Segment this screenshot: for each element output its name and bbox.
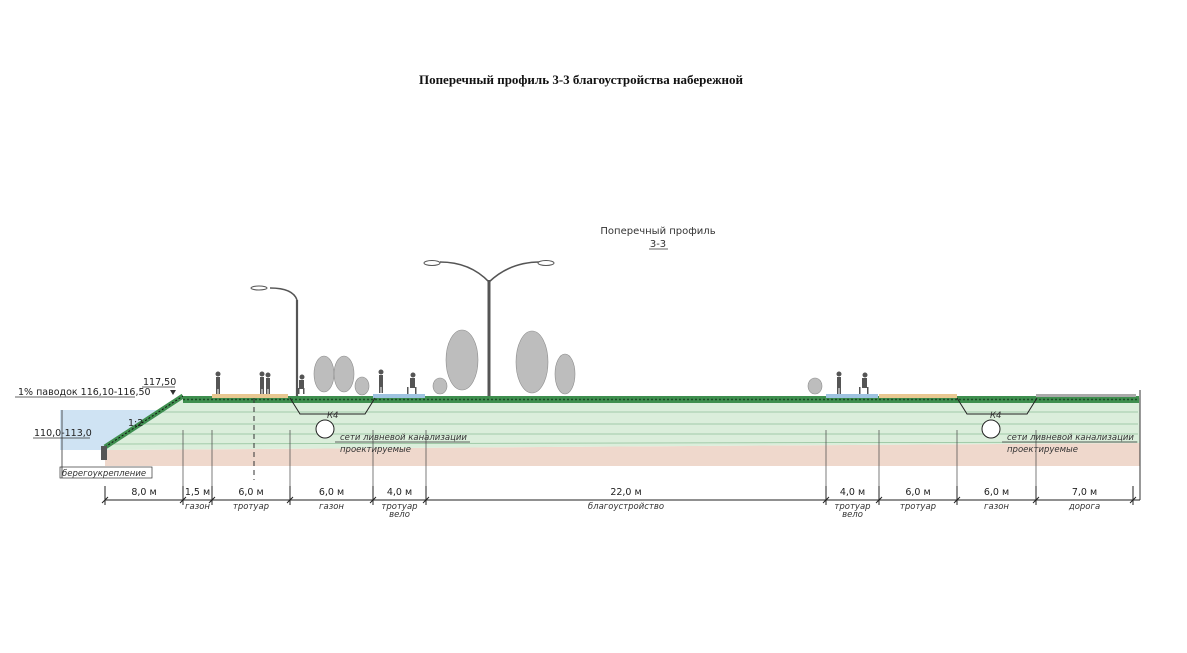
bank-toe [101, 446, 107, 460]
people [215, 369, 869, 394]
dimension-slash [875, 496, 883, 504]
dimension-labels: 8,0 м 1,5 м газон 6,0 м тротуар 6,0 м газон 4,0… [131, 487, 1100, 520]
segment-name: газон [984, 502, 1009, 512]
sidewalk-right [879, 394, 957, 398]
drawing-title: Поперечный профиль 3-3 благоустройства н… [418, 72, 744, 87]
dimension-slash [179, 496, 187, 504]
tree [445, 329, 479, 391]
bank-label: берегоукрепление [62, 469, 146, 479]
embankment-layers [109, 411, 1139, 445]
segment-width: 6,0 м [319, 487, 344, 498]
person [859, 372, 869, 394]
road-surface [1036, 394, 1136, 397]
segment-width: 6,0 м [984, 487, 1009, 498]
tree [313, 355, 335, 393]
segment-name: вело [389, 510, 410, 520]
bikepath-right [826, 394, 878, 398]
segment-name: тротуар [834, 502, 870, 512]
lamp-post-large [423, 260, 555, 396]
dimension-slash [369, 496, 377, 504]
dimension-slash [953, 496, 961, 504]
dimension-slash [208, 496, 216, 504]
segment-name: тротуар [900, 502, 936, 512]
segment-width: 7,0 м [1072, 487, 1097, 498]
sewer-label-right: сети ливневой канализации [1007, 433, 1134, 443]
sewer-trench-left [289, 397, 376, 415]
sewer-sublabel-left: проектируемые [340, 445, 411, 455]
segment-width: 4,0 м [387, 487, 412, 498]
tree [807, 377, 823, 395]
sewer-label-left: сети ливневой канализации [340, 433, 467, 443]
bikepath-left [373, 394, 425, 398]
soil-layer [105, 443, 1140, 466]
segment-width: 22,0 м [610, 487, 641, 498]
sewer-pipe-right [981, 419, 1001, 439]
segment-width: 6,0 м [905, 487, 930, 498]
segment-width: 4,0 м [840, 487, 865, 498]
tree [554, 353, 576, 395]
segment-width: 1,5 м [185, 487, 210, 498]
dimension-slash [1129, 496, 1137, 504]
tree [333, 355, 355, 393]
trees [313, 329, 823, 396]
person [298, 374, 305, 394]
tree [432, 377, 448, 395]
manhole-label-right: К4 [990, 411, 1001, 421]
top-level-label: 117,50 [143, 377, 176, 388]
person [259, 371, 265, 394]
person [265, 372, 271, 394]
dimension-slash [101, 496, 109, 504]
dimension-slash [1032, 496, 1040, 504]
profile-label: Поперечный профиль [600, 226, 715, 237]
person [836, 371, 842, 394]
person [407, 372, 417, 394]
segment-name: газон [185, 502, 210, 512]
bank-label-box [59, 466, 153, 479]
water-level-label: 110,0-113,0 [34, 428, 92, 439]
dimension-ticks [101, 430, 1137, 505]
profile-number: 3-3 [650, 239, 666, 250]
sewer-sublabel-right: проектируемые [1007, 445, 1078, 455]
person [215, 371, 221, 394]
lamp-post-small [250, 285, 299, 396]
sidewalk-left [212, 394, 288, 398]
segment-name: газон [319, 502, 344, 512]
sewer-pipe-left [315, 419, 335, 439]
segment-width: 6,0 м [238, 487, 263, 498]
person [378, 369, 384, 393]
slope-ratio: 1:2 [128, 418, 143, 429]
dimension-slash [422, 496, 430, 504]
flood-level-label: 1% паводок 116,10-116,50 [18, 387, 151, 398]
segment-width: 8,0 м [131, 487, 156, 498]
segment-name: благоустройство [588, 502, 664, 512]
dimension-slash [822, 496, 830, 504]
slope-protection-hatch [104, 395, 184, 448]
segment-name: тротуар [381, 502, 417, 512]
segment-name: дорога [1068, 502, 1100, 512]
segment-name: тротуар [233, 502, 269, 512]
top-level-marker [170, 390, 176, 395]
tree [354, 376, 370, 396]
dimension-slash [286, 496, 294, 504]
tree [515, 330, 549, 394]
segment-name: вело [842, 510, 863, 520]
manhole-label-left: К4 [327, 411, 338, 421]
sewer-trench-right [956, 397, 1038, 415]
